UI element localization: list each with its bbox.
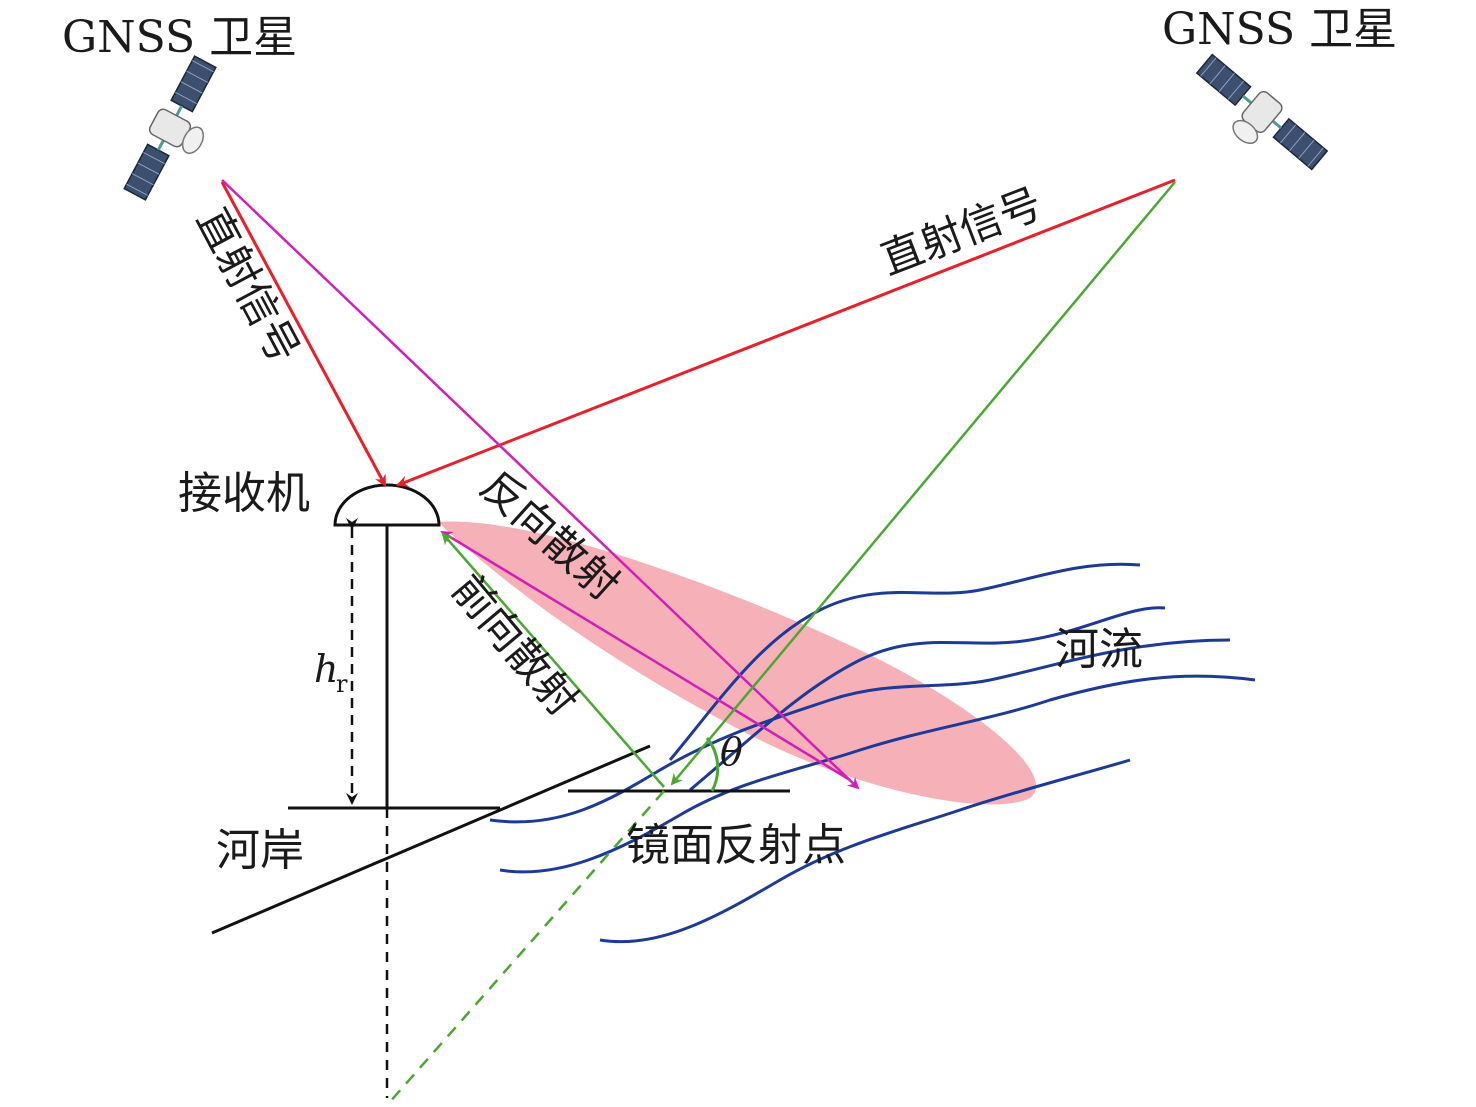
river-waves: [489, 562, 1256, 944]
receiver-dome: [333, 483, 441, 527]
height-subscript: r: [336, 670, 348, 698]
bank-slope-line: [211, 744, 651, 935]
riverbank-label: 河岸: [216, 825, 304, 876]
direct-signal-right: [396, 178, 1176, 487]
river-label: 河流: [1055, 624, 1143, 675]
forward-scatter-line: [441, 532, 665, 788]
left-satellite-label: GNSS 卫星: [62, 12, 297, 63]
height-symbol: h: [314, 647, 338, 691]
direct-signal-left-label: 直射信号: [187, 200, 309, 371]
back-scatter-line: [440, 530, 851, 782]
specular-point-label: 镜面反射点: [626, 820, 846, 871]
theta-arc: [705, 737, 720, 792]
incident-signal-green: [670, 181, 1176, 786]
satellite-icon: [1195, 53, 1329, 171]
direct-signal-left: [220, 181, 387, 487]
receiver-label: 接收机: [178, 468, 310, 519]
theta-label: θ: [720, 730, 743, 774]
right-satellite-label: GNSS 卫星: [1162, 4, 1397, 55]
direct-signal-right-label: 直射信号: [874, 178, 1048, 284]
image-path-dashed: [387, 790, 665, 1105]
glistening-zone: [438, 521, 1037, 805]
satellite-icon: [123, 55, 217, 201]
